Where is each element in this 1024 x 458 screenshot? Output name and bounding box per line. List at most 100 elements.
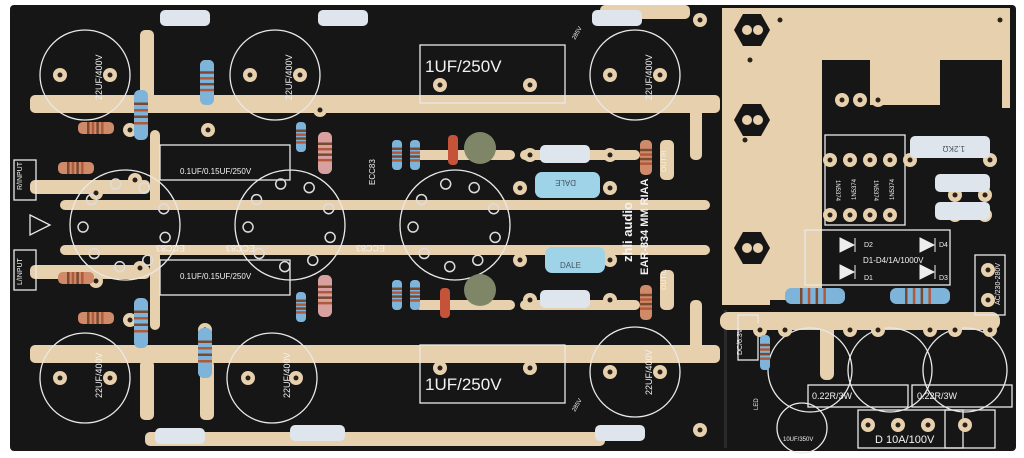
color-band [134, 317, 148, 320]
pad-hole [245, 375, 251, 381]
color-band [87, 122, 90, 134]
resistor [640, 140, 652, 175]
color-band [318, 290, 332, 294]
pad-hole [297, 72, 303, 78]
diode-symbol [839, 264, 856, 280]
pad-hole [867, 212, 873, 218]
pad-hole [925, 422, 931, 428]
pad-hole [697, 17, 703, 23]
color-band [296, 137, 306, 140]
pad-hole [895, 422, 901, 428]
zener-label: 1N5374 [852, 178, 858, 200]
tube-pin [303, 181, 315, 194]
color-band [318, 142, 332, 145]
pad-hole [777, 17, 783, 23]
color-band [296, 141, 306, 144]
pad-hole [437, 365, 443, 371]
dale-resistor [545, 247, 605, 273]
film-resistor [935, 174, 990, 192]
silkscreen-box [419, 44, 566, 104]
tube-pin [159, 231, 171, 244]
film-resistor [155, 428, 205, 444]
copper-trace [150, 250, 160, 330]
model-name: EAR-834 MM RIAA [639, 178, 651, 275]
pad-hole [607, 72, 613, 78]
copper-trace [30, 345, 720, 363]
pad-hole [527, 297, 533, 303]
color-band [410, 295, 420, 298]
copper-trace [415, 300, 515, 310]
color-band [318, 301, 332, 305]
coupling-cap-label-bottom: 1UF/250V [425, 375, 502, 394]
pad-hole [127, 127, 133, 133]
color-band [640, 148, 652, 152]
resistor [78, 122, 114, 134]
film-resistor [595, 425, 645, 441]
resistor [58, 162, 94, 174]
pad-hole [205, 127, 211, 133]
resistor [200, 60, 214, 105]
diode-spec: D1-D4/1A/1000V [863, 256, 924, 265]
color-band [392, 147, 402, 150]
resistor [134, 90, 148, 140]
color-band [392, 151, 402, 154]
pad-hole [757, 327, 763, 333]
color-band [912, 288, 916, 304]
color-band [134, 109, 148, 112]
diode-symbol [919, 264, 936, 280]
resistor [392, 140, 402, 170]
tube-pin [85, 193, 98, 206]
pad-hole [867, 157, 873, 163]
color-band [640, 302, 652, 306]
resistor [198, 328, 212, 378]
pad-hole [607, 369, 613, 375]
component-markings: DALE DALE 1.2KΩ [555, 144, 965, 270]
pad-hole [782, 327, 788, 333]
tube-pin [468, 181, 480, 194]
pad-hole [127, 317, 133, 323]
color-band [392, 299, 402, 302]
color-band [410, 299, 420, 302]
color-band [920, 288, 924, 304]
input-label-l: L/INPUT [17, 257, 24, 285]
color-band [296, 307, 306, 310]
resistor [890, 288, 950, 304]
tube-pin [322, 202, 335, 215]
tube-pin [439, 178, 452, 190]
resistor [410, 280, 420, 310]
pad-hole [247, 72, 253, 78]
film-resistor [318, 10, 368, 26]
tube-pin [250, 193, 263, 206]
silkscreen-circle [589, 326, 681, 418]
color-band [318, 285, 332, 288]
pad-hole [907, 157, 913, 163]
color-band [318, 153, 332, 156]
pad-hole [107, 72, 113, 78]
film-resistor [540, 145, 590, 163]
components [58, 10, 990, 444]
tube-pin [487, 202, 500, 215]
silkscreen-box [974, 254, 1006, 316]
zener-label: 1N5374 [834, 180, 840, 202]
tube-pin [472, 254, 484, 267]
silkscreen-circle [847, 327, 933, 413]
resistor [392, 280, 402, 310]
color-band [760, 348, 770, 351]
color-band [200, 71, 214, 74]
pad-hole [317, 107, 323, 113]
pad-hole [887, 212, 893, 218]
output-label-r: OUT/R [661, 150, 668, 172]
diode-d4: D4 [939, 242, 948, 249]
silkscreen-circle [589, 29, 681, 121]
tube-pin [415, 193, 428, 206]
pad-hole [985, 267, 991, 273]
silkscreen-box [807, 384, 909, 408]
color-band [392, 159, 402, 162]
dale-marking: DALE [560, 261, 581, 270]
color-band [640, 153, 652, 156]
tube-pin [142, 254, 154, 267]
pad-hole [57, 375, 63, 381]
tube-pin [489, 231, 501, 244]
pad-hole [527, 152, 533, 158]
tube-pin [407, 221, 419, 233]
